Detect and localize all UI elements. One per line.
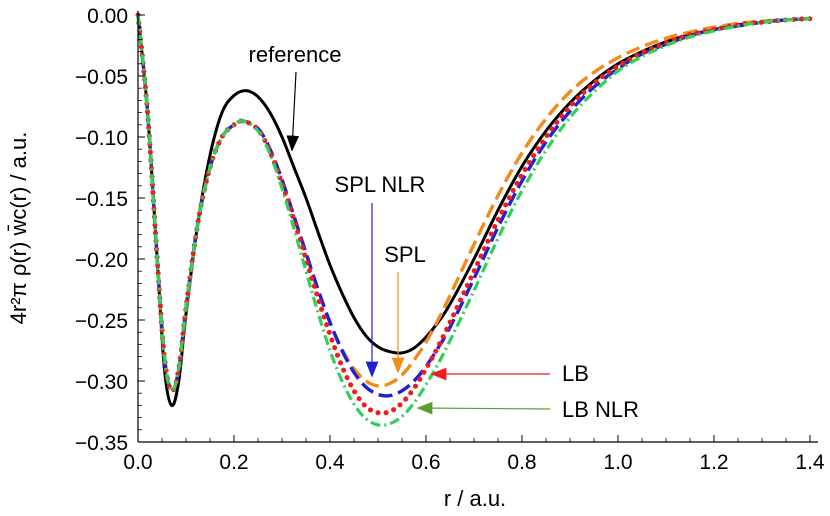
y-tick-label: −0.05 <box>75 66 128 89</box>
x-tick-label: 1.4 <box>795 451 825 474</box>
x-tick-label: 0.6 <box>411 451 440 474</box>
ticks-group: 0.0 0.2 0.4 0.6 0.8 1.0 1.2 1.4 0.00 −0.05 −0.10 −0… <box>75 5 825 474</box>
annotation-label: SPL NLR <box>335 172 426 197</box>
x-axis-label: r / a.u. <box>444 486 506 511</box>
x-tick-label: 1.2 <box>699 451 728 474</box>
x-tick-label: 1.0 <box>603 451 632 474</box>
y-tick-label: −0.35 <box>75 432 128 455</box>
y-tick-label: −0.10 <box>75 127 128 150</box>
y-axis-label: 4r²π ρ(r) w̄c(r) / a.u. <box>6 132 31 325</box>
axes-group <box>137 11 818 443</box>
annotation-arrow <box>286 71 300 152</box>
x-tick-label: 0.8 <box>507 451 536 474</box>
y-tick-label: −0.25 <box>75 310 128 333</box>
y-tick-label: −0.20 <box>75 249 128 272</box>
x-tick-label: 0.2 <box>219 451 248 474</box>
y-tick-label: −0.15 <box>75 188 128 211</box>
annotation-label: reference <box>249 42 342 67</box>
series-group <box>135 12 813 427</box>
series-line-lb <box>135 12 813 416</box>
x-tick-label: 0.4 <box>315 451 345 474</box>
annotation-arrow <box>416 401 551 415</box>
series-line-lb-nlr <box>136 14 811 427</box>
annotation-label: LB NLR <box>562 397 639 422</box>
y-tick-label: −0.30 <box>75 371 128 394</box>
annotation-label: SPL <box>384 242 426 267</box>
annotation-label: LB <box>562 361 589 386</box>
y-tick-label: 0.00 <box>87 5 128 28</box>
x-tick-label: 0.0 <box>123 451 152 474</box>
